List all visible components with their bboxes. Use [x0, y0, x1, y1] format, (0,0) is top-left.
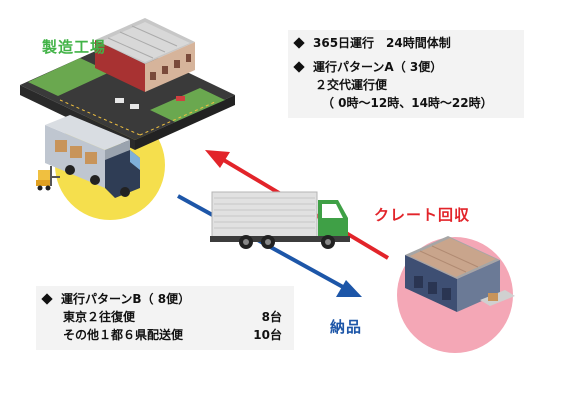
hours-text: （ 0時～12時、14時～22時）: [322, 96, 493, 110]
crate-recovery-label: クレート回収: [374, 206, 471, 224]
info-line-pattern-a: 運行パターンA（ 3便）: [292, 58, 514, 76]
diamond-bullet-icon: [293, 37, 305, 49]
pattern-b-text: 運行パターンB（ 8便）: [61, 292, 191, 306]
warehouse-illustration: [405, 236, 515, 312]
pattern-b-title: 運行パターンB（ 8便）: [40, 290, 286, 308]
top-info-box: 365日運行 24時間体制 運行パターンA（ 3便） ２交代運行便 （ 0時～1…: [288, 30, 524, 118]
diamond-bullet-icon: [293, 61, 305, 73]
delivery-label: 納品: [330, 318, 363, 336]
factory-truck-illustration: [45, 115, 140, 198]
truck-illustration: [210, 191, 350, 249]
forklift-illustration: [36, 166, 60, 191]
route-label: 東京２往復便: [63, 310, 136, 324]
pattern-a-text: 運行パターンA（ 3便）: [313, 60, 443, 74]
bottom-info-box: 運行パターンB（ 8便） 東京２往復便 8台 その他１都６県配送便 10台: [36, 286, 294, 350]
info-line-shift: ２交代運行便: [292, 76, 514, 94]
route-label: その他１都６県配送便: [63, 328, 184, 342]
info-line-operations: 365日運行 24時間体制: [292, 34, 514, 52]
factory-label: 製造工場: [42, 38, 107, 56]
diamond-bullet-icon: [41, 293, 53, 305]
shift-text: ２交代運行便: [315, 78, 388, 92]
route-count: 10台: [253, 328, 282, 342]
route-count: 8台: [261, 310, 282, 324]
route-row: その他１都６県配送便 10台: [40, 326, 286, 344]
info-line-hours: （ 0時～12時、14時～22時）: [292, 94, 514, 112]
operations-text: 365日運行 24時間体制: [313, 36, 451, 50]
route-row: 東京２往復便 8台: [40, 308, 286, 326]
